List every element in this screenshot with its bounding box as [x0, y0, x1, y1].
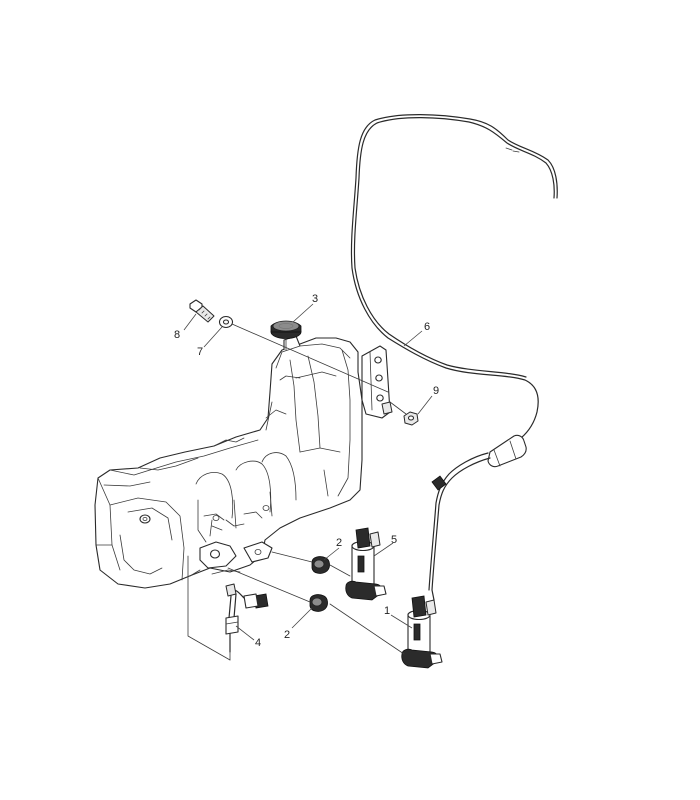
- pump-grommet-lower[interactable]: [309, 594, 328, 612]
- callout-9: 9: [433, 385, 439, 397]
- washer-pump-rear[interactable]: [345, 527, 387, 601]
- callout-5: 5: [391, 534, 397, 546]
- callout-8: 8: [174, 329, 180, 341]
- callout-labels: 3 8 7 6 9 5 2 1 2 4: [174, 293, 439, 649]
- level-sensor[interactable]: [225, 583, 269, 653]
- washer-pump-front[interactable]: [401, 595, 443, 669]
- callout-2-upper: 2: [336, 537, 342, 549]
- washer[interactable]: [218, 315, 234, 329]
- callout-7: 7: [197, 346, 203, 358]
- callout-2-lower: 2: [284, 629, 290, 641]
- bolt[interactable]: [189, 299, 215, 323]
- callout-leaders: [183, 303, 433, 641]
- assembly-lines: [187, 323, 407, 661]
- callout-6: 6: [424, 321, 430, 333]
- callout-4: 4: [255, 637, 261, 649]
- callout-3: 3: [312, 293, 318, 305]
- nut[interactable]: [403, 411, 419, 426]
- washer-reservoir: [94, 335, 393, 589]
- hose-connector[interactable]: [487, 434, 527, 468]
- pump-grommet-upper[interactable]: [311, 556, 330, 574]
- hose-end-fitting: [431, 475, 447, 491]
- washer-hose[interactable]: [350, 114, 558, 601]
- callout-1: 1: [384, 605, 390, 617]
- filler-cap[interactable]: [270, 320, 302, 339]
